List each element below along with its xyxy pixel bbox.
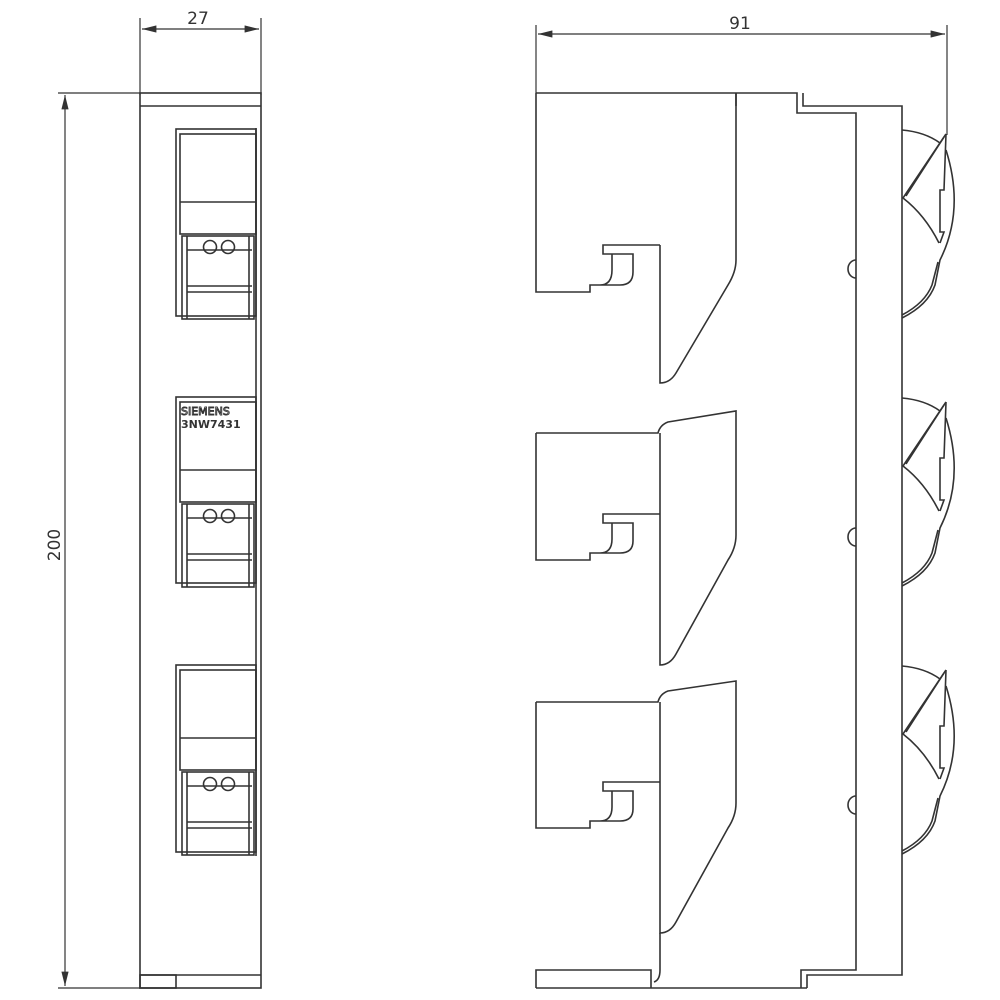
outer-profile: [802, 93, 903, 988]
terminal-2: SIEMENS 3NW7431: [175, 396, 257, 588]
brand-label: SIEMENS: [181, 405, 230, 418]
screw-icon: [220, 776, 236, 792]
terminal-1: [175, 128, 257, 320]
rear-profile: [536, 92, 857, 988]
body-outline: [139, 92, 262, 989]
foot-tab: [139, 974, 177, 989]
width-dimension: 27: [139, 9, 262, 95]
side-view: 91: [535, 14, 955, 989]
mounting-hooks: [535, 93, 737, 988]
screw-icon: [220, 239, 236, 255]
latch-bump: [847, 259, 857, 279]
clamp-3: [901, 665, 955, 855]
terminal-3: [175, 664, 257, 856]
clamp-2: [901, 397, 955, 587]
screw-icon: [202, 508, 218, 524]
model-label: 3NW7431: [181, 418, 241, 431]
screw-icon: [202, 239, 218, 255]
depth-label: 91: [729, 14, 751, 34]
screw-icon: [202, 776, 218, 792]
front-view: 27 200: [45, 9, 262, 989]
width-label: 27: [187, 9, 209, 29]
latch-bump: [847, 527, 857, 547]
screw-icon: [220, 508, 236, 524]
height-label: 200: [45, 529, 65, 561]
height-dimension: 200: [45, 92, 140, 989]
latch-bump: [847, 795, 857, 815]
clamp-1: [901, 129, 955, 319]
depth-dimension: 91: [535, 14, 948, 135]
